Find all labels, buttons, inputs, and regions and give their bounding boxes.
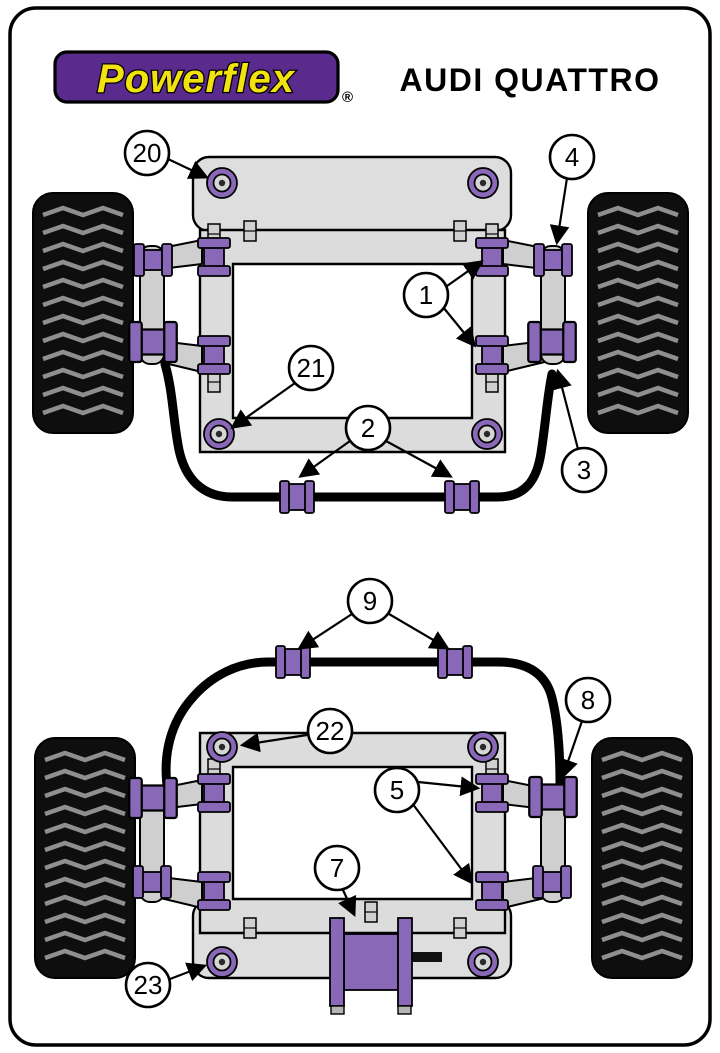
front-anti-roll-bar [160,359,557,502]
front-suspension-diagram: 20 4 1 21 2 3 [33,129,688,514]
callout-circle [306,707,354,755]
front-mount-bushing-20 [206,167,238,199]
callout-label: 5 [390,775,404,805]
callout-label: 8 [581,685,595,715]
callout-arrow [442,306,477,348]
callout-7: 7 [313,844,361,917]
callout-label: 9 [363,586,377,616]
callout-arrow [385,440,453,478]
header: Powerflex ® AUDI QUATTRO [53,50,661,106]
callout-label: 23 [134,970,163,1000]
diff-mount-bracket [408,952,442,962]
callout-circle [124,961,172,1009]
logo-text: Powerflex [97,57,296,101]
callout-label: 2 [361,413,375,443]
diff-mount-flange [329,917,345,1007]
rear-suspension-diagram: 9 8 22 5 7 23 [35,577,692,1015]
callout-circle [402,271,450,319]
diff-mount-7 [329,901,442,1015]
bolt [485,371,499,393]
callout-arrow [411,802,473,885]
callout-20: 20 [123,129,209,179]
callout-23: 23 [124,961,208,1009]
callout-8: 8 [559,676,612,780]
callout-9: 9 [297,577,450,650]
bolt [243,917,257,939]
callout-arrow [298,440,351,478]
callout-3: 3 [552,368,608,494]
page-title: AUDI QUATTRO [400,62,661,98]
rear-right-tire [592,738,692,978]
callout-arrow [446,260,484,287]
rear-mount-bushing-22 [206,731,238,763]
callout-4: 4 [548,133,596,246]
callout-arrow [417,776,481,797]
callout-arrow [239,732,308,753]
rear-left-tire [35,738,135,978]
callout-22: 22 [239,707,354,755]
bolt [364,901,378,923]
rear-arb-bush-9 [437,645,473,679]
registered-trademark-symbol: ® [342,89,353,106]
callout-circle [344,404,392,452]
callout-2: 2 [298,404,453,478]
callout-label: 3 [577,455,591,485]
front-mount-bushing [471,418,503,450]
callout-label: 22 [316,716,345,746]
callout-circle [373,766,421,814]
logo-background [53,50,340,104]
rear-arb-bush-9 [275,645,311,679]
bolt [243,220,257,242]
callout-circle [287,344,335,392]
nut [330,1005,345,1015]
callout-arrow [549,177,570,246]
callout-arrow [338,889,357,917]
callout-circle [123,129,171,177]
callout-circle [313,844,361,892]
callout-label: 7 [330,853,344,883]
callout-1: 1 [402,260,484,348]
bolt [453,220,467,242]
callout-arrow [559,720,584,780]
callout-arrow [552,368,580,450]
front-mount-bushing-21 [203,418,235,450]
rear-anti-roll-bar [161,657,565,797]
callout-label: 1 [419,280,433,310]
diff-mount-body [343,933,399,991]
callout-circle [548,133,596,181]
callout-arrow [388,613,450,650]
bolt [207,371,221,393]
callout-label: 21 [297,353,326,383]
nut [397,1005,412,1015]
front-subframe-plate [191,155,513,233]
callout-circle [346,577,394,625]
callout-21: 21 [230,344,335,429]
callout-arrow [169,962,208,982]
callout-label: 4 [565,142,579,172]
callout-label: 20 [133,138,162,168]
callout-5: 5 [373,766,481,885]
front-mount-bushing [467,167,499,199]
callout-arrow [297,613,353,650]
rear-mount-bushing [467,731,499,763]
front-arb-bush-2 [444,480,480,514]
callout-arrow [230,382,296,429]
powerflex-logo: Powerflex ® [53,50,353,106]
bolt [453,917,467,939]
diff-mount-flange [397,917,413,1007]
front-left-tire [33,193,133,433]
front-arb-bush-2 [279,480,315,514]
callout-circle [564,676,612,724]
rear-mount-bushing-23 [206,946,238,978]
callout-arrow [167,158,209,179]
front-right-tire [588,193,688,433]
rear-mount-bushing [467,946,499,978]
callout-circle [560,446,608,494]
